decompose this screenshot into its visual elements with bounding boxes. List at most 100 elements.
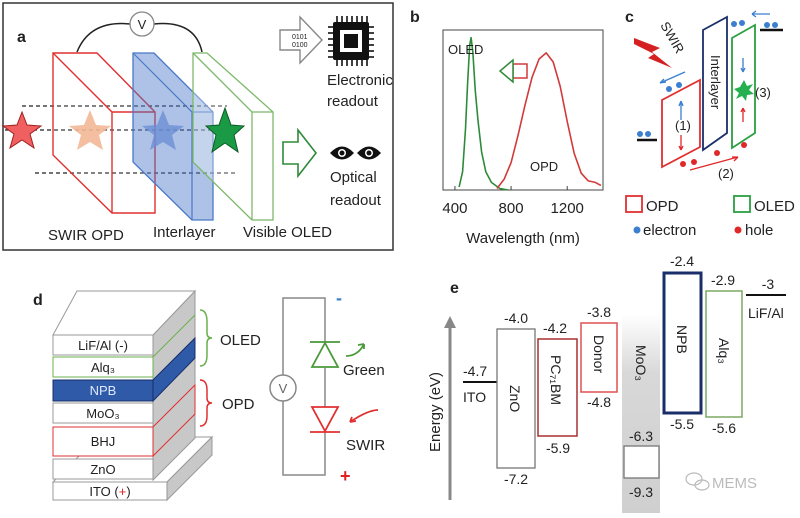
green-label: Green	[343, 362, 385, 379]
green-emission-arrow-icon	[345, 343, 365, 357]
oled-curve-label: OLED	[448, 42, 483, 57]
layer-ito-label: ITO (+)	[89, 484, 130, 499]
conversion-arrow-icon	[498, 58, 528, 84]
blue-star-icon	[142, 110, 184, 150]
panel-c-label: c	[625, 9, 634, 26]
pcbm-name: PC₇₁BM	[548, 355, 564, 405]
alq3-side-edge	[152, 314, 196, 358]
spectra-series	[458, 36, 602, 191]
panel-a: a V	[1, 2, 394, 251]
alq3-bottom: -5.6	[712, 420, 736, 436]
binary-line1: 0101	[292, 34, 308, 41]
pcbm-bottom: -5.9	[546, 440, 570, 456]
alq3-name: Alq₃	[716, 338, 732, 364]
layer-zno	[52, 458, 154, 480]
voltmeter-icon	[269, 374, 297, 402]
holes	[680, 142, 747, 167]
panel-d-label: d	[33, 292, 43, 309]
peach-star-icon	[69, 110, 111, 150]
step-3-label: (3)	[755, 85, 771, 100]
panel-a-label: a	[17, 29, 26, 46]
donor-bottom: -4.8	[587, 394, 611, 410]
energy-axis-label: Energy (eV)	[427, 372, 444, 452]
interlayer-label: Interlayer	[708, 55, 723, 110]
layer-lifal-label: LiF/Al (-)	[78, 338, 128, 353]
chip-icon	[328, 16, 374, 66]
layer-npb-label: NPB	[90, 383, 117, 398]
legend-oled-swatch	[733, 195, 751, 213]
legend-opd-label: OPD	[646, 198, 679, 215]
spectrum-line-opd	[496, 52, 602, 189]
moo3-top: -6.3	[629, 428, 653, 444]
npb-band	[662, 271, 703, 415]
electronic-readout-line2: readout	[327, 93, 379, 110]
label-visible-oled: Visible OLED	[243, 224, 332, 241]
watermark: MEMS	[712, 475, 757, 492]
x-tick-label: 800	[499, 200, 524, 217]
npb-top: -2.4	[670, 253, 694, 269]
moo3-bottom: -9.3	[629, 484, 653, 500]
layer-bhj	[52, 426, 154, 457]
electrons	[637, 20, 778, 137]
donor-band	[580, 322, 618, 393]
npb-bottom: -5.5	[670, 416, 694, 432]
ito-name: ITO	[463, 389, 486, 405]
electronic-readout-line1: Electronic	[327, 72, 393, 89]
layer-lifal	[52, 334, 154, 356]
eyes-icon	[330, 146, 381, 160]
energy-axis-arrowhead	[444, 316, 456, 328]
panel-e-label: e	[450, 280, 459, 297]
voltmeter-label: V	[138, 17, 147, 32]
moo3-band	[623, 445, 660, 479]
moo3-gap-region	[622, 314, 660, 513]
legend-opd-swatch	[625, 195, 643, 213]
zno-bottom: -7.2	[504, 471, 528, 487]
binary-line2: 0100	[292, 42, 308, 49]
red-star-icon	[1, 110, 43, 150]
layer-ito	[52, 481, 168, 501]
panel-c: c SWIR Interlayer (3) (1) (2)	[625, 9, 795, 239]
legend-hole-dot	[734, 226, 742, 234]
swir-label: SWIR	[346, 437, 385, 454]
legend-hole-label: hole	[745, 222, 773, 239]
optical-readout-line1: Optical	[330, 169, 377, 186]
ito-plus: +	[119, 484, 127, 499]
x-axis-label: Wavelength (nm)	[466, 230, 580, 247]
ito-level-value: -4.7	[463, 363, 487, 379]
zno-top: -4.0	[504, 310, 528, 326]
panel-d: d LiF/Al (-) Alq₃ NPB MoO₃ BHJ ZnO ITO (…	[33, 288, 385, 502]
x-tick-label: 400	[442, 200, 467, 217]
circuit-wire-top	[282, 297, 326, 375]
step-2-label: (2)	[718, 166, 734, 181]
plus-terminal: +	[340, 466, 351, 486]
donor-top: -3.8	[587, 304, 611, 320]
layer-zno-label: ZnO	[90, 462, 115, 477]
brace-oled-label: OLED	[220, 332, 261, 349]
optical-readout-line2: readout	[330, 192, 382, 209]
electron-arrows	[659, 10, 770, 120]
legend-electron-label: electron	[643, 222, 696, 239]
zno-name: ZnO	[507, 385, 523, 412]
layer-npb	[52, 379, 154, 402]
layer-moo3	[52, 402, 154, 424]
red-diode-icon	[310, 406, 340, 433]
brace-opd-label: OPD	[222, 396, 255, 413]
spectrum-plot-frame	[442, 29, 604, 191]
voltmeter-icon	[129, 11, 155, 37]
ito-text: ITO (	[89, 484, 119, 499]
label-interlayer: Interlayer	[153, 224, 216, 241]
interlayer-band	[702, 15, 728, 152]
green-star-icon	[204, 106, 246, 154]
step-1-label: (1)	[675, 118, 691, 133]
binary-arrow-icon	[279, 15, 323, 65]
zno-band	[496, 328, 536, 469]
lifal-level-value: -3	[762, 276, 775, 292]
optical-arrow-icon	[282, 127, 318, 179]
alq3-top: -2.9	[711, 272, 735, 288]
layer-alq3	[52, 356, 154, 378]
pcbm-band	[537, 338, 578, 437]
moo3-name: MoO₃	[633, 345, 649, 381]
swir-incident-arrow-icon	[349, 409, 379, 423]
ito-close: )	[126, 484, 130, 499]
